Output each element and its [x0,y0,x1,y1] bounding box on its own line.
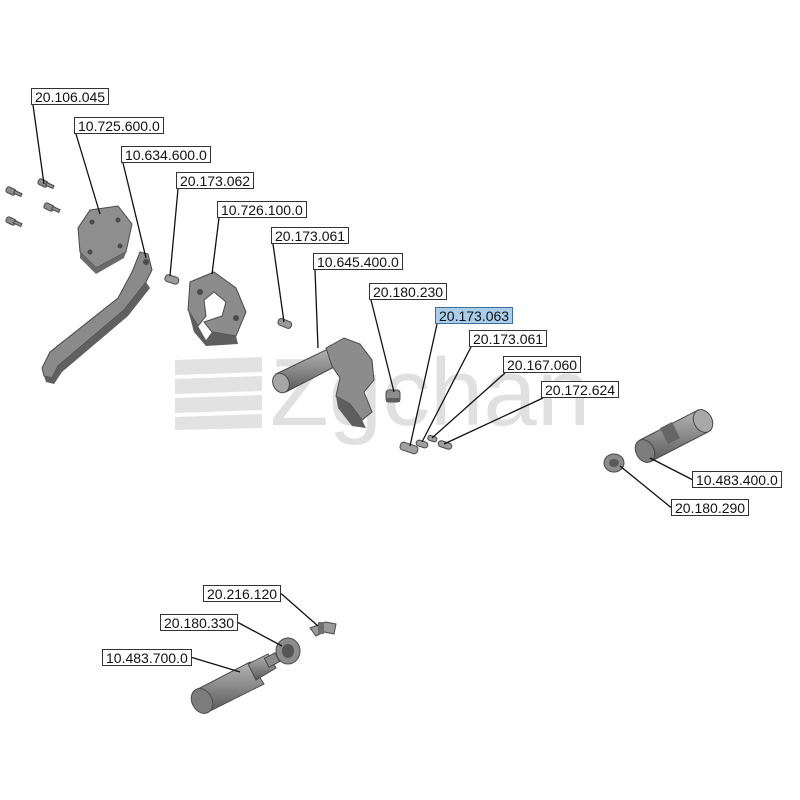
leader-lines [32,104,693,673]
lever-arm-10-634-600-0 [41,251,153,384]
callout-20-173-061-b[interactable]: 20.173.061 [469,330,548,347]
callout-20-173-062[interactable]: 20.173.062 [176,172,255,189]
leader-line-20-172-624 [443,397,544,445]
callout-20-180-330[interactable]: 20.180.330 [160,614,239,631]
leader-line-20-173-061-b [421,346,472,443]
bolt-20-106-045 [5,178,61,228]
leader-line-10-483-700-0 [191,656,241,673]
leader-line-10-725-600-0 [75,133,101,215]
callout-10-483-700-0[interactable]: 10.483.700.0 [102,649,192,666]
callout-10-645-400-0[interactable]: 10.645.400.0 [313,253,403,270]
leader-line-20-173-063 [409,323,438,447]
callout-20-180-230[interactable]: 20.180.230 [369,283,448,300]
nut-20-180-330 [275,637,301,665]
cover-plate-10-725-600-0 [77,205,133,274]
callout-20-180-290[interactable]: 20.180.290 [671,499,750,516]
dowel-20-172-624 [437,440,453,450]
leader-line-20-173-061-a [272,243,285,323]
leader-line-10-726-100-0 [211,217,220,275]
watermark-logo-icon [175,357,262,430]
bushing-20-180-230 [385,389,401,403]
clip-20-216-120 [309,621,337,637]
callout-10-483-400-0[interactable]: 10.483.400.0 [692,471,782,488]
selector-lever-10-645-400-0 [272,337,375,428]
shaft-10-483-400-0 [634,409,714,463]
ring-20-180-290 [603,453,625,473]
leader-line-10-634-600-0 [122,162,147,259]
leader-line-20-173-062 [169,188,179,277]
callout-20-167-060[interactable]: 20.167.060 [503,356,582,373]
callout-10-726-100-0[interactable]: 10.726.100.0 [217,201,307,218]
shaft-10-483-700-0 [190,652,281,714]
leader-line-20-106-045 [32,104,45,185]
callout-20-216-120[interactable]: 20.216.120 [203,585,282,602]
leader-line-20-167-060 [431,372,506,439]
leader-line-20-216-120 [280,593,319,627]
callout-20-173-063[interactable]: 20.173.063 [435,307,514,324]
callout-10-634-600-0[interactable]: 10.634.600.0 [121,146,211,163]
leader-line-20-180-230 [370,299,395,393]
callout-20-106-045[interactable]: 20.106.045 [31,88,110,105]
callout-10-725-600-0[interactable]: 10.725.600.0 [74,117,164,134]
pin-20-173-062 [164,274,180,285]
callout-20-173-061-a[interactable]: 20.173.061 [271,227,350,244]
callout-20-172-624[interactable]: 20.172.624 [541,381,620,398]
leader-line-10-483-400-0 [649,457,693,481]
bracket-10-726-100-0 [187,271,247,346]
leader-line-20-180-330 [237,621,283,647]
pin-20-173-061-a [277,318,293,329]
leader-line-20-180-290 [619,465,672,509]
leader-line-10-645-400-0 [314,269,319,349]
